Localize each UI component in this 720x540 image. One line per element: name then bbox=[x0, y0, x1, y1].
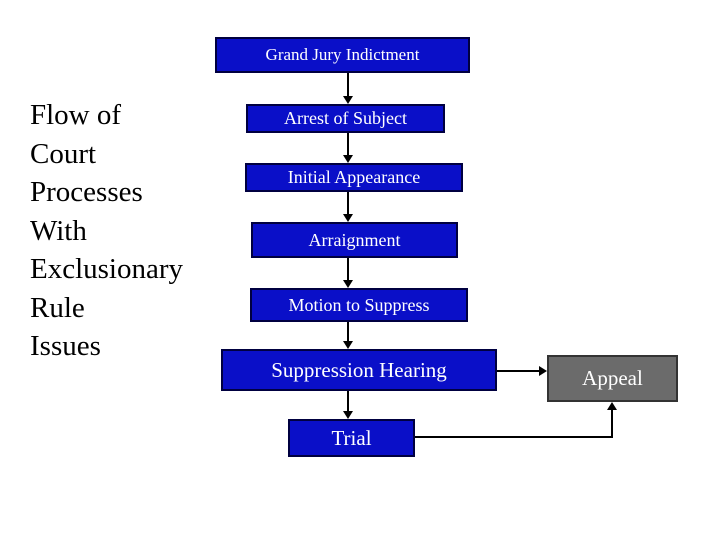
arrow-arraignment-to-motion bbox=[343, 258, 353, 288]
node-grand-jury-indictment: Grand Jury Indictment bbox=[215, 37, 470, 73]
node-appeal: Appeal bbox=[547, 355, 678, 402]
node-trial: Trial bbox=[288, 419, 415, 457]
arrow-suppression-hearing-to-appeal bbox=[497, 366, 547, 376]
arrow-initial-appearance-to-arraignment bbox=[343, 192, 353, 222]
node-initial-appearance: Initial Appearance bbox=[245, 163, 463, 192]
node-arrest-of-subject: Arrest of Subject bbox=[246, 104, 445, 133]
arrow-arrest-to-initial-appearance bbox=[343, 133, 353, 163]
node-arraignment: Arraignment bbox=[251, 222, 458, 258]
arrow-motion-to-suppression-hearing bbox=[343, 322, 353, 349]
arrow-suppression-hearing-to-trial bbox=[343, 391, 353, 419]
arrow-trial-to-appeal bbox=[415, 402, 617, 438]
node-suppression-hearing: Suppression Hearing bbox=[221, 349, 497, 391]
node-motion-to-suppress: Motion to Suppress bbox=[250, 288, 468, 322]
slide-title: Flow of Court Processes With Exclusionar… bbox=[30, 99, 184, 362]
arrow-grand-jury-to-arrest bbox=[343, 73, 353, 104]
